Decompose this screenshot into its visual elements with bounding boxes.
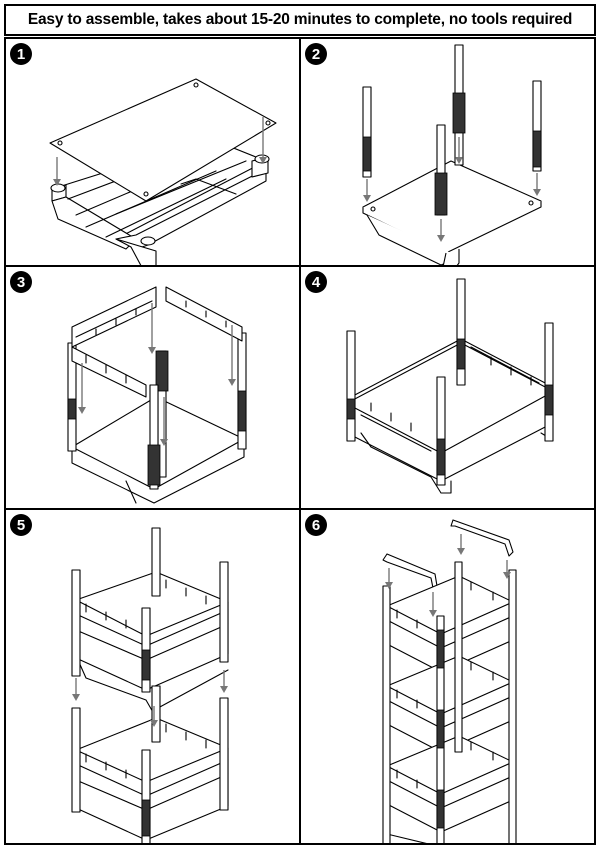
upper-tier (71, 527, 229, 715)
step-5-badge: 5 (10, 514, 32, 536)
step-1-panel: 1 (4, 37, 301, 267)
posts (346, 278, 554, 486)
step-6-badge: 6 (305, 514, 327, 536)
step-1-badge: 1 (10, 43, 32, 65)
assembled-tier (350, 338, 552, 494)
step-3-panel: 3 (4, 265, 301, 510)
tier-2 (386, 655, 514, 753)
arrows (363, 137, 541, 242)
step-6-panel: 6 (299, 508, 596, 845)
lower-tier (71, 685, 229, 843)
step-3-badge: 3 (10, 271, 32, 293)
step-5-illustration (71, 527, 229, 843)
arrows (78, 303, 236, 446)
tier-3 (386, 735, 514, 833)
arrows (385, 534, 511, 617)
step-4-panel: 4 (299, 265, 596, 510)
step-5-panel: 5 (4, 508, 301, 845)
arrows (53, 117, 267, 186)
arrows (72, 670, 228, 727)
step-4-illustration (346, 278, 554, 494)
tier-4 (386, 827, 514, 843)
posts (382, 561, 517, 843)
top-shelf-panel (49, 78, 277, 202)
side-rails (71, 286, 243, 398)
handle-top (382, 519, 514, 589)
step-4-badge: 4 (305, 271, 327, 293)
step-1-illustration (49, 78, 277, 265)
posts (67, 332, 247, 490)
posts (362, 44, 542, 216)
header-text: Easy to assemble, takes about 15-20 minu… (27, 11, 573, 28)
tier-1 (386, 575, 514, 673)
shelf-base (362, 160, 542, 265)
step-2-illustration (362, 44, 542, 265)
step-6-illustration (382, 519, 517, 843)
step-3-illustration (67, 286, 247, 504)
page-header: Easy to assemble, takes about 15-20 minu… (4, 4, 596, 36)
step-2-badge: 2 (305, 43, 327, 65)
step-2-panel: 2 (299, 37, 596, 267)
